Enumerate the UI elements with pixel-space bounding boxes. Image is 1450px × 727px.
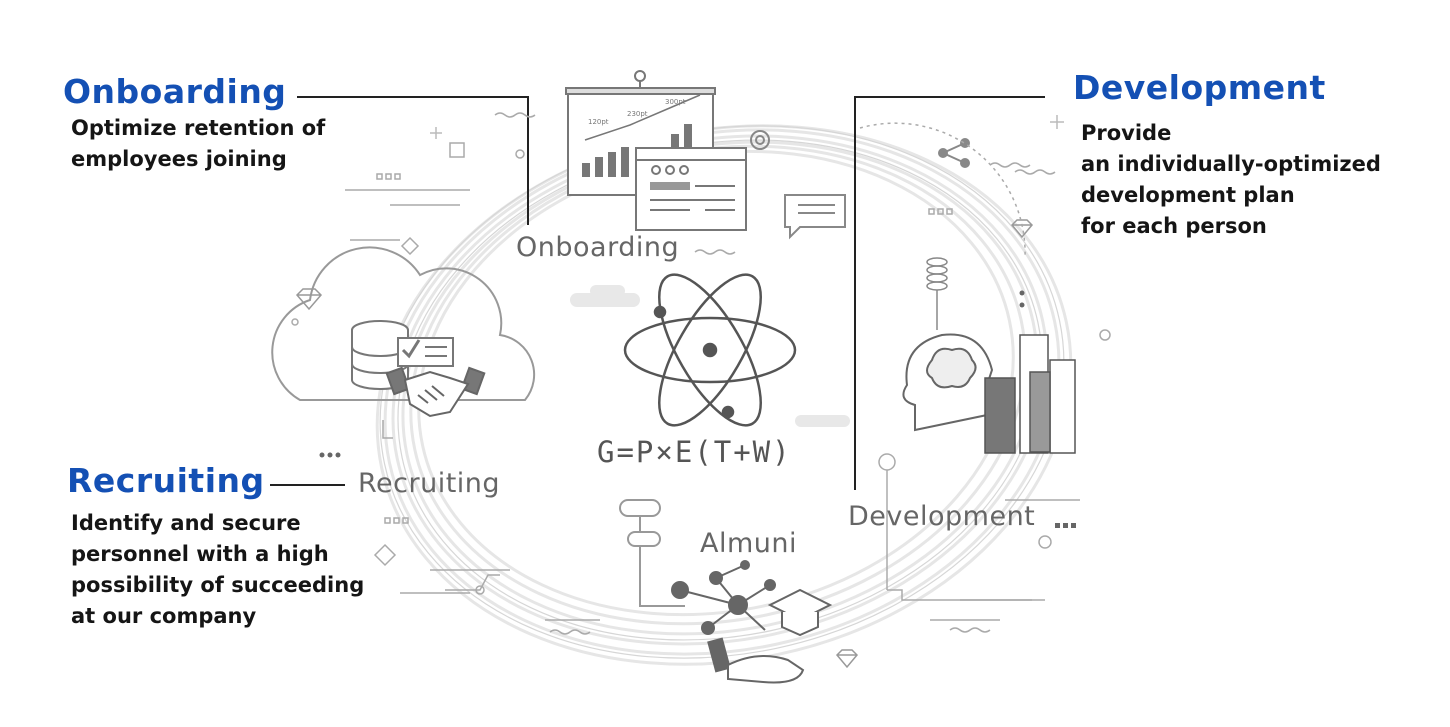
recruiting-line-4: at our company: [71, 604, 257, 628]
hand-icon: [707, 637, 805, 684]
formula-text: G=P×E(T+W): [597, 435, 792, 469]
checklist-icon: [397, 337, 454, 367]
development-line-4: for each person: [1081, 214, 1267, 238]
cycle-label-recruiting: Recruiting: [358, 468, 501, 499]
decorative-elements: [291, 112, 1111, 635]
gear-icon: [750, 130, 770, 150]
chart-label-b: 230pt: [627, 110, 648, 118]
onboarding-leader-line: [297, 96, 529, 225]
buildings-icon: [984, 334, 1076, 454]
dots: [319, 290, 1076, 528]
spring-coil-icon: [926, 257, 948, 330]
gray-clouds: [570, 285, 850, 427]
browser-window-icon: [635, 147, 747, 231]
development-heading: Development: [1073, 68, 1326, 107]
recruiting-line-1: Identify and secure: [71, 511, 301, 535]
network-icon: [671, 560, 776, 635]
onboarding-line-1: Optimize retention of: [71, 116, 326, 140]
leader-lines: [270, 96, 1045, 490]
chart-label-c: 300pt: [665, 98, 686, 106]
development-line-1: Provide: [1081, 121, 1172, 145]
development-line-3: development plan: [1081, 183, 1295, 207]
recruiting-line-3: possibility of succeeding: [71, 573, 365, 597]
onboarding-description: Optimize retention of employees joining: [71, 113, 325, 175]
atom-icon: [623, 273, 797, 427]
onboarding-heading: Onboarding: [63, 72, 287, 111]
brain-head-icon: [902, 333, 994, 432]
cycle-label-onboarding: Onboarding: [516, 232, 680, 263]
recruiting-line-2: personnel with a high: [71, 542, 329, 566]
onboarding-line-2: employees joining: [71, 147, 287, 171]
diamond-icon: [295, 219, 1034, 669]
chart-label-a: 120pt: [588, 118, 609, 126]
speech-bubble-icon: [784, 194, 846, 240]
development-description: Provide an individually-optimized develo…: [1081, 118, 1381, 242]
handshake-icon: [385, 366, 486, 418]
development-line-2: an individually-optimized: [1081, 152, 1381, 176]
share-icon: [938, 138, 970, 168]
recruiting-heading: Recruiting: [67, 461, 265, 500]
cloud-icon: [271, 246, 536, 401]
cycle-label-development: Development: [848, 501, 1036, 532]
cycle-label-almuni: Almuni: [700, 528, 797, 559]
recruiting-description: Identify and secure personnel with a hig…: [71, 508, 364, 632]
development-leader-line: [854, 96, 1045, 490]
flowchart-icon: [619, 499, 685, 607]
graduation-cap-icon: [767, 588, 833, 637]
